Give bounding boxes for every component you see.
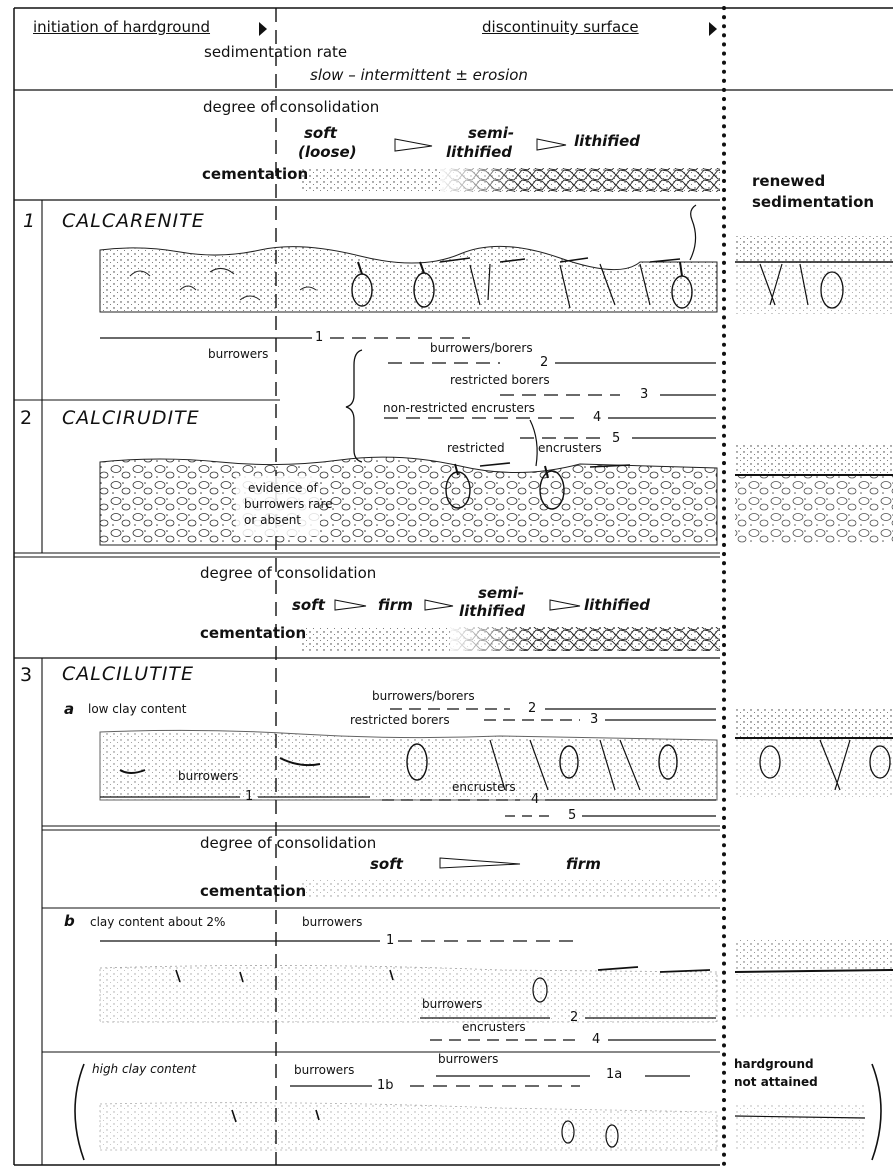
consolidation-label-2: degree of consolidation bbox=[200, 566, 376, 581]
cementation-label-2: cementation bbox=[200, 626, 306, 641]
encrusters-label-3a: encrusters bbox=[452, 781, 516, 793]
restricted-borers-label-3a: restricted borers bbox=[350, 714, 450, 726]
subsection-letter-b: b bbox=[64, 914, 75, 929]
burrowers-borers-label: burrowers/borers bbox=[430, 342, 533, 354]
discontinuity-label: discontinuity surface bbox=[482, 20, 639, 35]
not-attained-label: not attained bbox=[734, 1076, 818, 1088]
clay-content-label: clay content about 2% bbox=[90, 916, 225, 928]
line-label-3: 3 bbox=[640, 388, 648, 401]
semi-label-2: semi- bbox=[478, 586, 524, 601]
evidence-line-3: or absent bbox=[244, 514, 301, 526]
line-label-3a-2: 2 bbox=[528, 702, 536, 715]
section-number-3: 3 bbox=[20, 666, 32, 685]
line-label-1b: 1b bbox=[377, 1079, 394, 1092]
burrowers-label-3c-left: burrowers bbox=[294, 1064, 354, 1076]
burrowers-label-3b: burrowers bbox=[422, 998, 482, 1010]
line-label-3a-1: 1 bbox=[245, 790, 253, 803]
non-restricted-encrusters-label: non-restricted encrusters bbox=[383, 402, 535, 414]
sedimentation-label: sedimentation bbox=[752, 195, 874, 210]
evidence-line-2: burrowers rare bbox=[244, 498, 333, 510]
section-title-calcilutite: CALCILUTITE bbox=[62, 665, 194, 684]
firm-label: firm bbox=[378, 598, 413, 613]
burrowers-label-3b-top: burrowers bbox=[302, 916, 362, 928]
consolidation-label: degree of consolidation bbox=[203, 100, 379, 115]
sedimentation-rate-label: sedimentation rate bbox=[204, 45, 347, 60]
restricted-label: restricted bbox=[447, 442, 505, 454]
initiation-label: initiation of hardground bbox=[33, 20, 210, 35]
semi-lithified-label: lithified bbox=[446, 145, 512, 160]
lithified-label-2: lithified bbox=[584, 598, 650, 613]
firm-label-3: firm bbox=[566, 857, 601, 872]
soft-label-2: soft bbox=[292, 598, 325, 613]
cementation-label-3: cementation bbox=[200, 884, 306, 899]
burrowers-label: burrowers bbox=[208, 348, 268, 360]
high-clay-label: high clay content bbox=[92, 1063, 196, 1075]
consolidation-label-3: degree of consolidation bbox=[200, 836, 376, 851]
burrowers-label-3a: burrowers bbox=[178, 770, 238, 782]
line-label-5: 5 bbox=[612, 432, 620, 445]
restricted-borers-label: restricted borers bbox=[450, 374, 550, 386]
line-label-3b-4: 4 bbox=[592, 1033, 600, 1046]
line-label-4: 4 bbox=[593, 411, 601, 424]
line-label-3a-4: 4 bbox=[531, 793, 539, 806]
line-label-3b-1: 1 bbox=[386, 934, 394, 947]
section-number-2: 2 bbox=[20, 409, 32, 428]
line-label-3a-3: 3 bbox=[590, 713, 598, 726]
soft-label-3: soft bbox=[370, 857, 403, 872]
evidence-line-1: evidence of bbox=[248, 482, 318, 494]
line-label-1: 1 bbox=[315, 331, 323, 344]
hardground-label: hardground bbox=[734, 1058, 814, 1070]
line-label-2: 2 bbox=[540, 356, 548, 369]
line-label-1a: 1a bbox=[606, 1068, 622, 1081]
encrusters-label: encrusters bbox=[538, 442, 602, 454]
line-label-3b-2: 2 bbox=[570, 1011, 578, 1024]
sedimentation-rate-value: slow – intermittent ± erosion bbox=[310, 68, 528, 83]
semi-label: semi- bbox=[468, 126, 514, 141]
low-clay-label: low clay content bbox=[88, 703, 186, 715]
section-number-1: 1 bbox=[23, 212, 35, 231]
cementation-label: cementation bbox=[202, 167, 308, 182]
soft-label: soft bbox=[304, 126, 337, 141]
loose-label: (loose) bbox=[298, 145, 357, 160]
line-label-3a-5: 5 bbox=[568, 809, 576, 822]
section-title-calcirudite: CALCIRUDITE bbox=[62, 409, 200, 428]
semi-lithified-label-2: lithified bbox=[459, 604, 525, 619]
lithified-label: lithified bbox=[574, 134, 640, 149]
encrusters-label-3b: encrusters bbox=[462, 1021, 526, 1033]
section-title-calcarenite: CALCARENITE bbox=[62, 212, 205, 231]
burrowers-label-3c-right: burrowers bbox=[438, 1053, 498, 1065]
renewed-label: renewed bbox=[752, 174, 825, 189]
subsection-letter-a: a bbox=[64, 702, 74, 717]
burrowers-borers-label-3a: burrowers/borers bbox=[372, 690, 475, 702]
